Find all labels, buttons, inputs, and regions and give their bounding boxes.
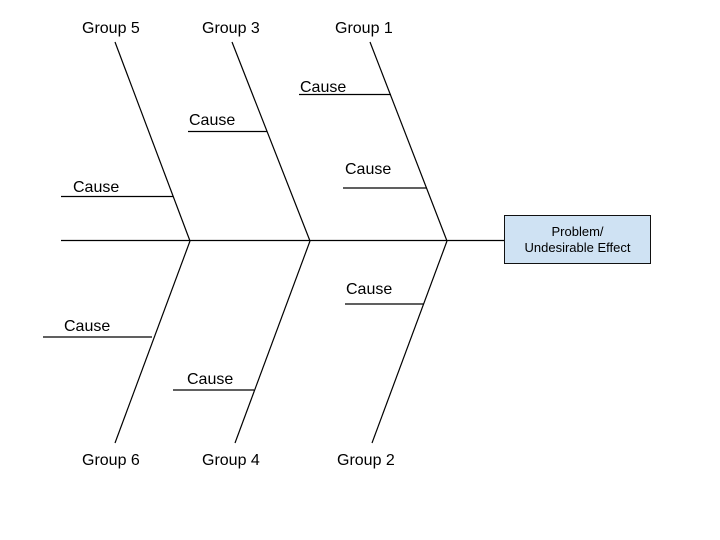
cause-label-group3: Cause [189, 112, 236, 129]
group-5-label: Group 5 [82, 20, 140, 37]
cause-label-group5: Cause [73, 179, 120, 196]
cause-label-group1-lower: Cause [345, 161, 392, 178]
branch-group-4 [234, 240, 311, 444]
group-6-label: Group 6 [82, 452, 140, 469]
cause-label-group6: Cause [64, 318, 111, 335]
effect-box: Problem/ Undesirable Effect [504, 215, 651, 264]
branch-group-3 [231, 41, 311, 242]
branch-group-1 [369, 41, 448, 242]
branch-group-6 [114, 240, 191, 444]
branch-group-5 [114, 41, 191, 242]
group-3-label: Group 3 [202, 20, 260, 37]
group-4-label: Group 4 [202, 452, 260, 469]
cause-label-group2: Cause [346, 281, 393, 298]
cause-label-group1-upper: Cause [300, 79, 347, 96]
branch-group-2 [371, 240, 448, 444]
cause-label-group4: Cause [187, 371, 234, 388]
group-1-label: Group 1 [335, 20, 393, 37]
group-2-label: Group 2 [337, 452, 395, 469]
